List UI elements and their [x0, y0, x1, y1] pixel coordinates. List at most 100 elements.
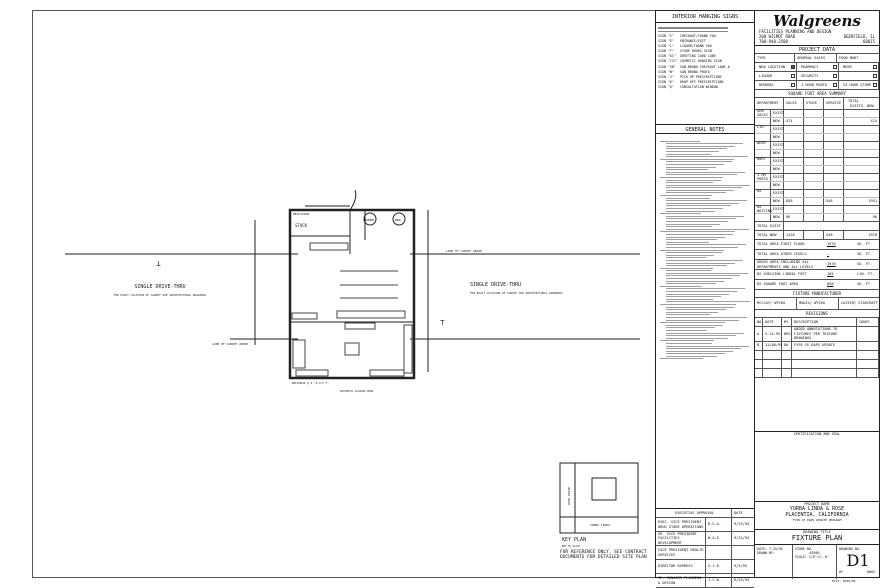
scale-label: SCALE: 1/8"=1'-0": [795, 555, 829, 559]
dept: RX: [755, 189, 771, 197]
approval-row: VICE PRESIDENT HEALTH SERVICES: [656, 546, 754, 560]
sign-item: SIGN "L"LIQUOR/THANK YOU: [658, 44, 752, 49]
service: [824, 110, 844, 117]
sign-desc: DROP OFF PRESCRIPTIONS: [680, 79, 724, 84]
drawing-no-label: DRAWING NO.: [839, 547, 861, 551]
project-option[interactable]: BEER: [839, 63, 879, 71]
approval-date: 9/5/95: [734, 564, 747, 569]
approval-role: SR. MANAGER PLANNING & DESIGN: [656, 574, 706, 587]
project-option[interactable]: [839, 72, 879, 80]
approval-role: EXEC. VICE PRESIDENT DRUG STORE OPERATIO…: [656, 518, 706, 531]
sign-desc: SAN BRUNO CHECKOUT LANE #: [680, 64, 730, 69]
key-plan-street-2: YORBA LINDA: [590, 523, 610, 527]
sales: [784, 150, 804, 157]
certification-seal: CERTIFICATION AND SEAL: [755, 431, 879, 436]
date-label: DATE:: [757, 547, 767, 551]
sales: [784, 190, 804, 197]
sales: [784, 174, 804, 181]
checkbox[interactable]: [873, 74, 877, 78]
approval-initials: W.A.S.: [706, 532, 732, 545]
checkbox[interactable]: [791, 74, 795, 78]
checkbox[interactable]: [833, 65, 837, 69]
area-value: 105: [827, 272, 834, 277]
fixture-option-lozier[interactable]: LOZIER/ STARCRAFT: [841, 301, 878, 306]
total-exist: TOTAL EXIST: [755, 222, 784, 230]
area-value: 858: [827, 282, 834, 287]
project-option[interactable]: NEW LOCATION: [755, 63, 797, 71]
sign-item: SIGN "J"PICK UP PRESCRIPTIONS: [658, 75, 752, 80]
area-unit: SQ. FT.: [857, 242, 873, 247]
sales: [784, 206, 804, 213]
service: [824, 214, 844, 221]
dept: [755, 214, 771, 221]
company-block: Walgreens FACILITIES PLANNING AND DESIGN…: [755, 11, 879, 46]
exist-new: NEW: [771, 134, 784, 141]
total: 1951: [868, 199, 877, 204]
approval-date: 9/25/94: [734, 522, 750, 527]
area-unit: LIN. FT.: [857, 272, 875, 277]
sign-code: SIGN "K": [658, 79, 674, 84]
stock-label: STOCK: [295, 223, 308, 228]
approval-role: VICE PRESIDENT HEALTH SERVICES: [656, 546, 706, 559]
title-block-left: INTERIOR HANGING SIGNS SIGN "C"CHECKOUT/…: [655, 10, 755, 588]
checkbox[interactable]: [873, 83, 877, 87]
area-unit: SQ. FT.: [857, 262, 873, 267]
area-value: 1976: [827, 242, 836, 247]
project-option[interactable]: SECURITY: [797, 72, 839, 80]
sales: [784, 142, 804, 149]
revision-cell: DRS: [782, 327, 792, 341]
total: 96: [872, 215, 877, 220]
sqft-header: DEPARTMENT: [755, 98, 784, 109]
sales: 858: [784, 198, 804, 205]
checkbox[interactable]: [833, 83, 837, 87]
area-unit: SQ. FT.: [857, 252, 873, 257]
project-data-title: PROJECT DATA: [755, 46, 879, 54]
checkbox[interactable]: [833, 74, 837, 78]
area-label: RX SHELVING LINEAL FEET: [757, 272, 807, 277]
project-option[interactable]: LIQUOR: [755, 72, 797, 80]
general-notes-title: GENERAL NOTES: [656, 124, 754, 134]
area-row: GROSS AREA INCLUDING ALL DEPARTMENTS AND…: [755, 260, 879, 270]
sqft-row: NEW: [755, 182, 879, 190]
revision-header: NO.: [755, 318, 764, 326]
fixture-option-mccloy[interactable]: MCCLOY/ WYCKO: [755, 298, 797, 309]
left-drive-thru-note: FOR EXACT LOCATION OF CANOPY SEE ARCHITE…: [114, 293, 207, 297]
sign-item: SIGN "K" DROP OFF PRESCRIPTIONS: [658, 80, 752, 85]
revision-cell: DH: [782, 341, 792, 350]
approval-title: EXECUTIVE APPROVAL: [656, 509, 732, 517]
dept: BEER: [755, 141, 771, 149]
project-option[interactable]: REMODEL: [755, 81, 797, 89]
revisions-title: REVISIONS: [755, 310, 879, 318]
drawing-number: D1: [846, 551, 870, 570]
fixture-option-madix[interactable]: MADIX/ WYCKO: [797, 298, 839, 309]
exist-new: NEW: [771, 118, 784, 125]
women-label: WOMEN: [365, 218, 374, 222]
drawing-title-block: DRAWING TITLE FIXTURE PLAN: [755, 529, 879, 542]
sign-desc: PICK UP PRESCRIPTIONS: [680, 74, 722, 79]
key-plan-scale: NOT TO SCALE: [562, 544, 581, 548]
sign-code: SIGN "SB": [658, 64, 676, 69]
revision-cell: [857, 327, 879, 341]
area-value: 1976: [827, 262, 836, 267]
checkbox[interactable]: [873, 65, 877, 69]
checkbox[interactable]: [791, 65, 795, 69]
sign-code: SIGN "GC": [658, 54, 676, 59]
project-name-1: YORBA LINDA & ROSE: [789, 506, 845, 512]
sign-item: SIGN "SB" SAN BRUNO CHECKOUT LANE #: [658, 65, 752, 70]
project-option[interactable]: 1 HOUR PHOTO: [797, 81, 839, 89]
area-unit: SQ. FT.: [857, 282, 873, 287]
sign-desc: ENTRANCE/EXIT: [680, 39, 706, 44]
project-option[interactable]: 24 HOUR STORE: [839, 81, 879, 89]
title-block-right: Walgreens FACILITIES PLANNING AND DESIGN…: [755, 10, 880, 579]
sqft-header: STOCK: [804, 98, 824, 109]
sales: 474: [784, 118, 804, 125]
project-option[interactable]: PHARMACY: [797, 63, 839, 71]
checkbox[interactable]: [791, 83, 795, 87]
revision-cell: ADDED ANNOTATIONS TO FIXTURES PER TEXTUR…: [792, 327, 857, 341]
